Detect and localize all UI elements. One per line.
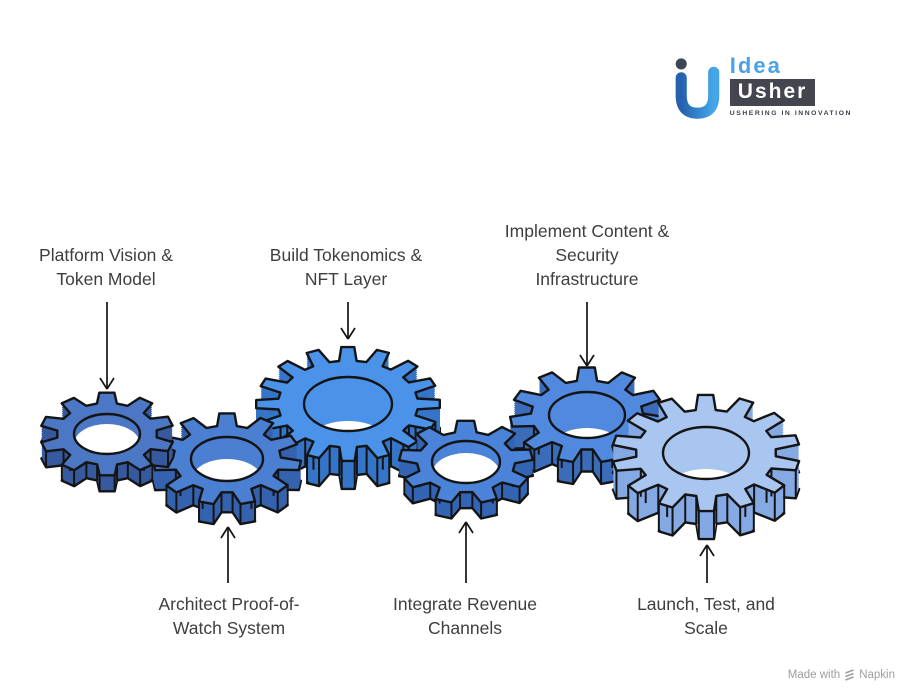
logo-u-mark-icon <box>675 58 720 119</box>
step-label-platform-vision-token-model: Platform Vision & Token Model <box>39 245 173 289</box>
idea-usher-logo: Idea Usher USHERING IN INNOVATION <box>671 54 852 124</box>
logo-wordmark-usher: Usher <box>729 79 816 106</box>
gear-build-tokenomics-nft-layer <box>255 345 441 491</box>
gear-implement-content-security-infrastructure <box>508 366 666 486</box>
logo-u-stroke <box>675 66 720 119</box>
gear-platform-vision-token-model <box>40 391 174 493</box>
step-label-build-tokenomics-nft-layer: Build Tokenomics & NFT Layer <box>269 245 423 289</box>
napkin-logo-icon <box>845 669 854 681</box>
logo-tagline: USHERING IN INNOVATION <box>729 110 852 117</box>
watermark-brand: Napkin <box>859 668 895 681</box>
step-arrow-implement-content-security-infrastructure <box>579 302 595 367</box>
made-with-napkin-watermark: Made with Napkin <box>788 668 895 681</box>
step-arrow-build-tokenomics-nft-layer <box>340 302 356 340</box>
gear-launch-test-and-scale <box>611 393 801 541</box>
logo-wordmark-idea: Idea <box>729 53 782 78</box>
gear-architect-proof-of-watch-system <box>151 412 303 526</box>
step-arrow-integrate-revenue-channels <box>458 521 474 583</box>
step-arrow-launch-test-and-scale <box>699 544 715 583</box>
step-label-launch-test-and-scale: Launch, Test, and Scale <box>637 594 775 638</box>
logo-dot <box>675 58 687 70</box>
gear-integrate-revenue-channels <box>397 419 535 520</box>
step-arrow-architect-proof-of-watch-system <box>220 526 236 583</box>
step-label-implement-content-security-infrastructure: Implement Content & Security Infrastruct… <box>504 221 670 289</box>
step-label-integrate-revenue-channels: Integrate Revenue Channels <box>393 594 537 638</box>
step-arrow-platform-vision-token-model <box>99 302 115 390</box>
step-label-architect-proof-of-watch-system: Architect Proof-of- Watch System <box>158 594 300 638</box>
watermark-prefix: Made with <box>787 668 841 681</box>
